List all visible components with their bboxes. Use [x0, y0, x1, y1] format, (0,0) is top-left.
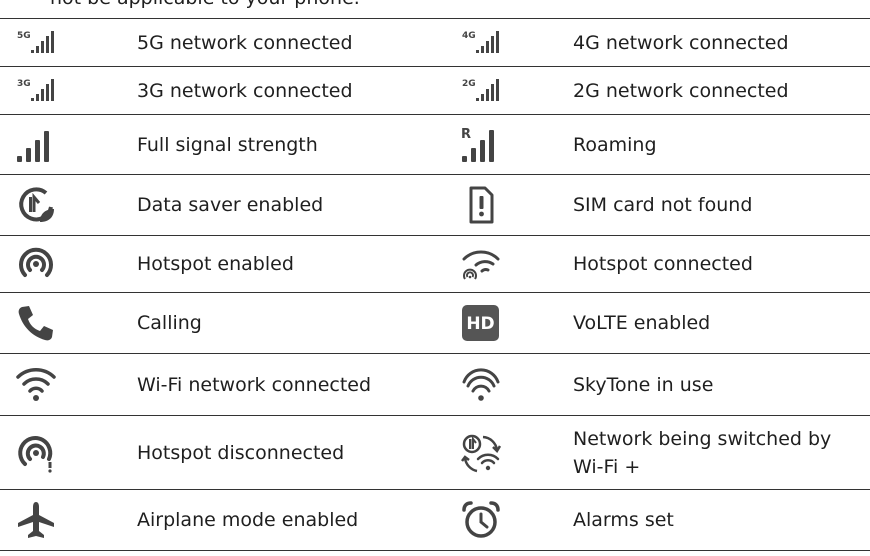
- list-item: Hotspot connected: [573, 235, 870, 293]
- table-row: Calling HD VoLTE enabled: [0, 292, 870, 354]
- list-item: Data saver enabled: [136, 174, 447, 236]
- intro-text: not be applicable to your phone.: [50, 0, 360, 8]
- phone-icon: [16, 303, 136, 343]
- hotspot-connected-icon: [461, 244, 573, 284]
- skytone-icon: [461, 365, 573, 405]
- sim-not-found-icon: [461, 185, 573, 225]
- full-signal-icon: [16, 125, 136, 165]
- list-item: SkyTone in use: [573, 353, 870, 416]
- roaming-badge: R: [461, 127, 471, 142]
- roaming-icon: R: [461, 125, 573, 165]
- list-item: 5G network connected: [136, 18, 447, 67]
- wifi-plus-switch-icon: [461, 433, 573, 473]
- table-row: Hotspot enabled Hotspot connected: [0, 235, 870, 293]
- hotspot-enabled-icon: [16, 244, 136, 284]
- table-row: 3G 3G network connected 2G: [0, 66, 870, 115]
- 2g-signal-icon: 2G: [461, 77, 573, 105]
- 4g-signal-icon: 4G: [461, 29, 573, 57]
- status-icon-table: 5G 5G network connected 4G: [0, 18, 870, 551]
- 3g-badge: 3G: [17, 79, 31, 89]
- table-row: Airplane mode enabled Alarms set: [0, 489, 870, 551]
- list-item: Wi-Fi network connected: [136, 353, 447, 416]
- list-item: Full signal strength: [136, 114, 447, 175]
- list-item: Hotspot disconnected: [136, 415, 447, 490]
- table-row: Full signal strength R Roaming: [0, 114, 870, 175]
- table-row: Wi-Fi network connected SkyTone in use: [0, 353, 870, 416]
- list-item: Alarms set: [573, 489, 870, 551]
- hd-icon: HD: [461, 303, 573, 343]
- list-item: 3G network connected: [136, 66, 447, 115]
- list-item: VoLTE enabled: [573, 292, 870, 354]
- 4g-badge: 4G: [462, 31, 476, 41]
- list-item: SIM card not found: [573, 174, 870, 236]
- list-item: 2G network connected: [573, 66, 870, 115]
- list-item: Network being switched by Wi-Fi +: [573, 415, 870, 490]
- list-item: Airplane mode enabled: [136, 489, 447, 551]
- table-row: 5G 5G network connected 4G: [0, 18, 870, 67]
- 3g-signal-icon: 3G: [16, 77, 136, 105]
- 2g-badge: 2G: [462, 79, 476, 89]
- hd-badge: HD: [466, 314, 494, 334]
- airplane-icon: [16, 500, 136, 540]
- list-item: 4G network connected: [573, 18, 870, 67]
- wifi-icon: [16, 365, 136, 405]
- hotspot-disconnected-icon: [16, 433, 136, 473]
- 5g-signal-icon: 5G: [16, 29, 136, 57]
- table-row: Hotspot disconnected Network being switc…: [0, 415, 870, 490]
- data-saver-icon: [16, 185, 136, 225]
- list-item: Roaming: [573, 114, 870, 175]
- list-item: Hotspot enabled: [136, 235, 447, 293]
- list-item: Calling: [136, 292, 447, 354]
- 5g-badge: 5G: [17, 31, 31, 41]
- alarm-icon: [461, 500, 573, 540]
- table-row: Data saver enabled SIM card not found: [0, 174, 870, 236]
